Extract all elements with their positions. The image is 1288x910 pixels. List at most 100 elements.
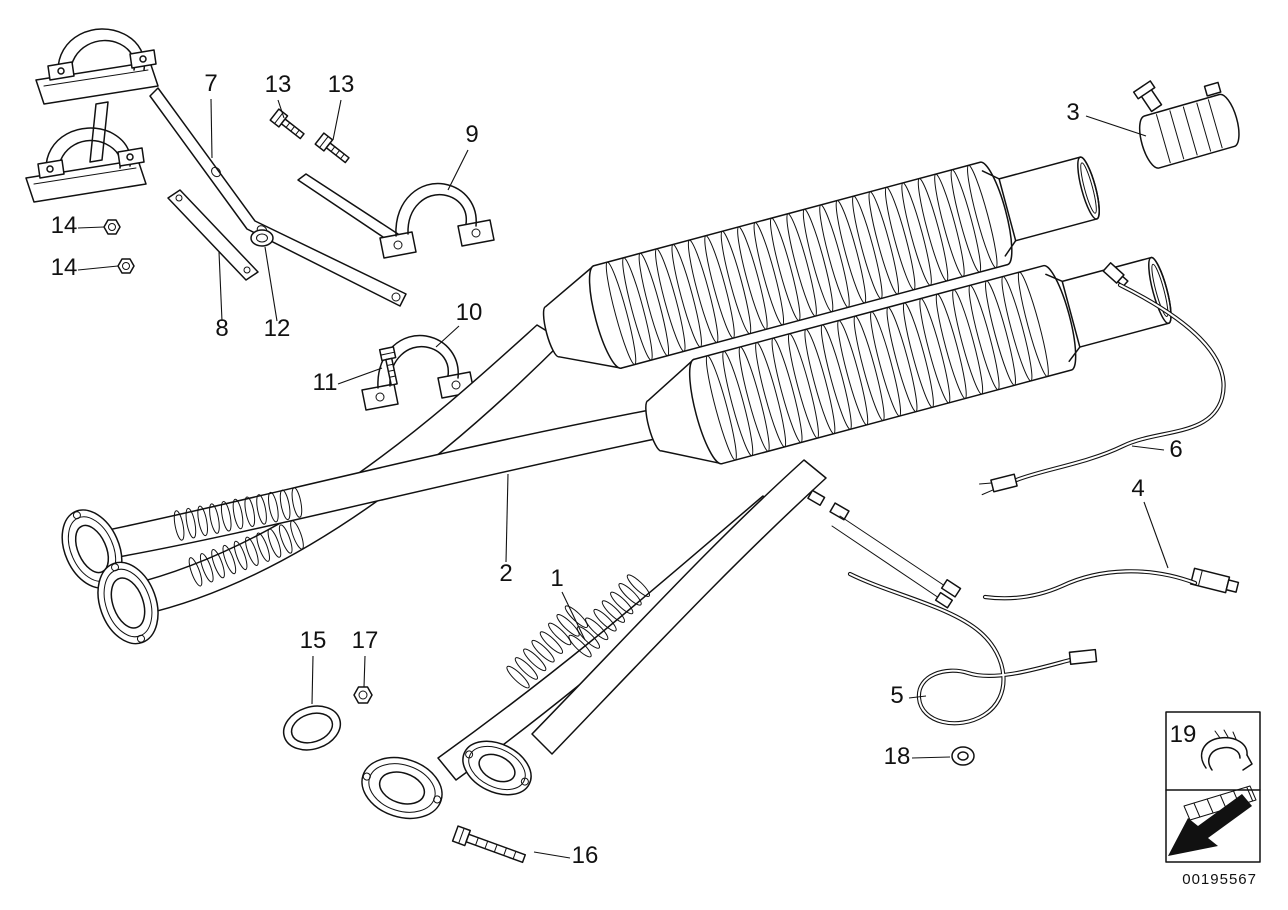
rib <box>211 548 225 579</box>
sensor-tip <box>1225 579 1240 593</box>
cat-upper-inlet-cone <box>542 264 622 369</box>
rib <box>601 600 626 623</box>
rib <box>185 507 197 539</box>
rib <box>967 164 998 269</box>
rib <box>985 280 1017 386</box>
hanger-tab <box>829 502 850 521</box>
rib <box>705 355 737 461</box>
callout-11[interactable]: 11 <box>313 369 338 396</box>
callout-14[interactable]: 14 <box>51 254 78 281</box>
rib <box>622 257 653 361</box>
cat-upper-outlet-end <box>1077 156 1100 220</box>
rib <box>197 505 208 537</box>
nut-17 <box>353 686 373 704</box>
part-number: 00195567 <box>1182 871 1257 888</box>
cat-lower-body <box>688 264 1077 465</box>
leader-line-8 <box>218 251 223 322</box>
leader-line-1 <box>561 591 586 641</box>
rib <box>585 617 609 641</box>
rib <box>722 350 754 457</box>
hanger-tab <box>807 489 826 506</box>
gasket-ring-15 <box>282 705 342 751</box>
callout-8[interactable]: 8 <box>215 315 228 342</box>
rib <box>868 191 900 295</box>
grommet-18 <box>951 746 975 766</box>
rib <box>720 230 752 335</box>
rib <box>771 337 803 443</box>
callout-6[interactable]: 6 <box>1169 436 1182 463</box>
rib <box>786 213 817 317</box>
callout-14[interactable]: 14 <box>51 212 78 239</box>
flex-section-front-left <box>173 487 303 541</box>
washer-nut-12 <box>250 229 274 247</box>
rib <box>568 634 592 658</box>
rib <box>738 346 770 452</box>
rib <box>671 244 702 348</box>
callout-18[interactable]: 18 <box>884 743 911 770</box>
rib <box>919 298 951 404</box>
clamp-band <box>1138 93 1240 169</box>
rib <box>539 631 564 654</box>
callout-13[interactable]: 13 <box>328 71 355 98</box>
rib <box>232 498 244 530</box>
junction-line <box>831 515 949 601</box>
leader-line-14 <box>77 265 119 271</box>
bracket-assembly <box>25 28 495 411</box>
callout-4[interactable]: 4 <box>1131 475 1144 502</box>
leader-line-3 <box>1085 115 1147 137</box>
rib <box>523 648 547 672</box>
callout-1[interactable]: 1 <box>550 565 563 592</box>
legend-frame <box>1165 711 1261 863</box>
cat-lower-outlet-end <box>1148 256 1172 325</box>
bolt-13a <box>269 108 305 140</box>
flex-section-down-rear <box>506 605 589 689</box>
rib <box>245 536 259 566</box>
callout-13[interactable]: 13 <box>265 71 292 98</box>
rib <box>804 328 836 435</box>
cat-lower-reducer <box>1045 273 1081 363</box>
support-bar-branch <box>297 173 399 244</box>
support-bar <box>149 87 407 307</box>
leader-line-5 <box>908 695 927 699</box>
callout-17[interactable]: 17 <box>352 627 379 654</box>
rib <box>952 289 984 395</box>
callout-2[interactable]: 2 <box>499 560 512 587</box>
exhaust-clamp-3 <box>1132 80 1240 169</box>
callout-15[interactable]: 15 <box>300 627 327 654</box>
sensor-body <box>1189 567 1231 594</box>
leader-line-13 <box>277 99 285 119</box>
bolt-13b <box>314 132 350 164</box>
rib <box>902 302 934 408</box>
callout-16[interactable]: 16 <box>572 842 599 869</box>
callout-3[interactable]: 3 <box>1066 99 1079 126</box>
rib <box>199 553 214 583</box>
rib <box>934 173 965 278</box>
clamp-tab <box>117 147 145 167</box>
inline-connector <box>940 579 962 598</box>
callout-7[interactable]: 7 <box>204 70 217 97</box>
pipe-clamp-top <box>35 28 159 105</box>
elbow-flange <box>361 756 443 820</box>
callout-19[interactable]: 19 <box>1170 721 1197 748</box>
support-bracket-9 <box>379 182 495 259</box>
rib <box>290 520 304 550</box>
leader-line-17 <box>363 655 366 688</box>
inline-connector <box>934 591 954 609</box>
callout-9[interactable]: 9 <box>465 121 478 148</box>
leader-line-16 <box>533 851 571 859</box>
leader-line-9 <box>447 149 469 191</box>
callout-5[interactable]: 5 <box>890 682 903 709</box>
callout-10[interactable]: 10 <box>456 299 483 326</box>
bolt-16 <box>451 825 527 864</box>
callout-12[interactable]: 12 <box>264 315 291 342</box>
rib <box>556 613 580 637</box>
leader-line-11 <box>337 367 383 385</box>
rib <box>655 248 686 352</box>
rib <box>593 608 617 632</box>
leader-line-2 <box>505 473 509 563</box>
nut-14a <box>103 219 121 235</box>
rib <box>233 540 248 571</box>
flex-section-down-front <box>568 574 651 658</box>
rib <box>853 315 885 421</box>
